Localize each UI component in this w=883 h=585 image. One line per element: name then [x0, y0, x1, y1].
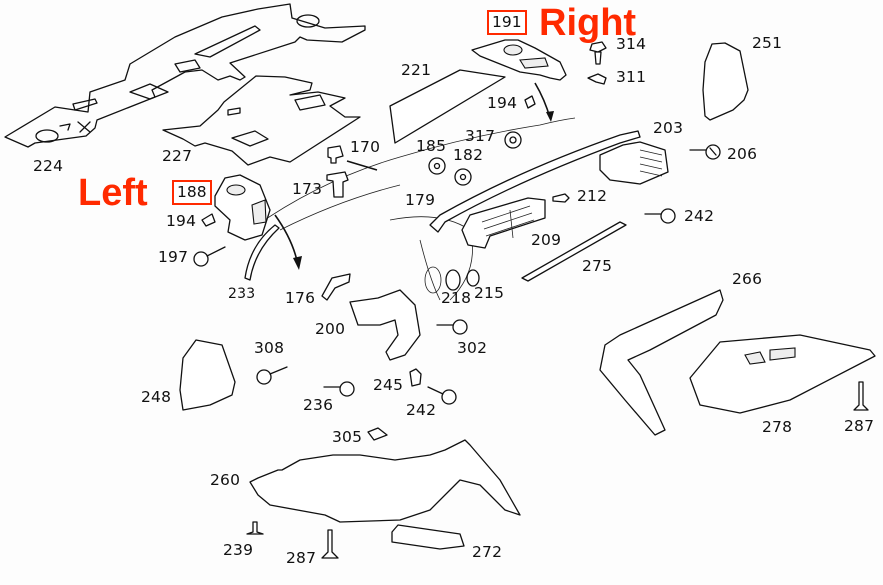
left-side-label: Left: [78, 172, 148, 214]
part-label-314[interactable]: 314: [616, 35, 647, 53]
part-label-278[interactable]: 278: [762, 418, 793, 436]
part-287-screw-right: [853, 381, 869, 411]
part-179-strip: [429, 130, 641, 233]
part-label-194-left[interactable]: 194: [166, 212, 197, 230]
part-200-vent: [349, 289, 421, 361]
part-194-clip-left: [201, 213, 216, 227]
part-label-287-right[interactable]: 287: [844, 417, 875, 435]
part-248-cover: [179, 339, 236, 411]
part-label-173[interactable]: 173: [292, 180, 323, 198]
part-224-mat: [4, 3, 366, 148]
part-label-308[interactable]: 308: [254, 339, 285, 357]
part-label-200[interactable]: 200: [315, 320, 346, 338]
right-side-label: Right: [539, 2, 637, 44]
part-label-245[interactable]: 245: [373, 376, 404, 394]
part-label-170[interactable]: 170: [350, 138, 381, 156]
part-label-317[interactable]: 317: [465, 127, 496, 145]
part-label-179[interactable]: 179: [405, 191, 436, 209]
part-266-trim: [599, 289, 724, 436]
part-260-panel: [249, 439, 521, 523]
part-label-236[interactable]: 236: [303, 396, 334, 414]
part-245-clip: [409, 368, 422, 387]
part-233-strip: [244, 224, 280, 281]
part-label-212[interactable]: 212: [577, 187, 608, 205]
part-239-pin: [246, 521, 264, 535]
part-221-panel: [389, 69, 506, 144]
part-227-mat: [162, 75, 361, 166]
part-label-248[interactable]: 248: [141, 388, 172, 406]
part-label-302[interactable]: 302: [457, 339, 488, 357]
cover-hole: [226, 184, 246, 196]
part-label-227[interactable]: 227: [162, 147, 193, 165]
part-287-screw-lower: [321, 529, 339, 559]
part-label-176[interactable]: 176: [285, 289, 316, 307]
part-label-182[interactable]: 182: [453, 146, 484, 164]
part-314-bolt: [589, 41, 607, 65]
part-label-194-right[interactable]: 194: [487, 94, 518, 112]
part-218-knob: [445, 269, 461, 291]
part-197-screw: [193, 251, 209, 267]
part-label-242-lower[interactable]: 242: [406, 401, 437, 419]
part-label-251[interactable]: 251: [752, 34, 783, 52]
part-label-206[interactable]: 206: [727, 145, 758, 163]
part-label-311[interactable]: 311: [616, 68, 647, 86]
part-label-242-upper[interactable]: 242: [684, 207, 715, 225]
part-203-vent: [599, 141, 669, 185]
part-272-pad: [391, 524, 465, 550]
part-label-272[interactable]: 272: [472, 543, 503, 561]
part-305-clip: [367, 427, 388, 441]
part-242-screw-lower: [441, 389, 457, 405]
part-label-260[interactable]: 260: [210, 471, 241, 489]
part-317-nut: [504, 131, 522, 149]
part-label-203[interactable]: 203: [653, 119, 684, 137]
part-176-cover: [321, 273, 351, 301]
part-212-pin: [552, 193, 570, 203]
cover-hole: [503, 44, 523, 56]
part-label-224[interactable]: 224: [33, 157, 64, 175]
part-236-screw: [339, 381, 355, 397]
part-label-266[interactable]: 266: [732, 270, 763, 288]
part-182-washer: [454, 168, 472, 186]
part-label-239[interactable]: 239: [223, 541, 254, 559]
part-label-197[interactable]: 197: [158, 248, 189, 266]
part-308-bolt: [256, 369, 272, 385]
part-173-clip: [326, 171, 349, 198]
part-191-cover: [471, 39, 567, 81]
part-194-clip-right: [524, 95, 536, 109]
part-278-lid: [689, 334, 876, 414]
mat-hole: [296, 14, 320, 28]
part-209-vent: [461, 197, 546, 249]
part-242-screw-upper: [660, 208, 676, 224]
part-label-185[interactable]: 185: [416, 137, 447, 155]
part-275-rail: [521, 221, 627, 282]
part-label-305[interactable]: 305: [332, 428, 363, 446]
part-label-221[interactable]: 221: [401, 61, 432, 79]
part-185-grommet: [428, 157, 446, 175]
part-251-cover: [702, 42, 749, 121]
part-label-215[interactable]: 215: [474, 284, 505, 302]
part-label-209[interactable]: 209: [531, 231, 562, 249]
part-302-screw: [452, 319, 468, 335]
part-311-clip: [587, 73, 607, 85]
part-170-clip: [327, 145, 344, 164]
part-label-275[interactable]: 275: [582, 257, 613, 275]
part-label-287-lower[interactable]: 287: [286, 549, 317, 567]
part-label-233[interactable]: 233: [228, 286, 256, 302]
part-label-218[interactable]: 218: [441, 289, 472, 307]
mat-hole: [35, 129, 59, 143]
highlighted-part-188[interactable]: 188: [172, 180, 212, 205]
highlighted-part-191[interactable]: 191: [487, 10, 527, 35]
part-215-knob: [466, 269, 480, 287]
